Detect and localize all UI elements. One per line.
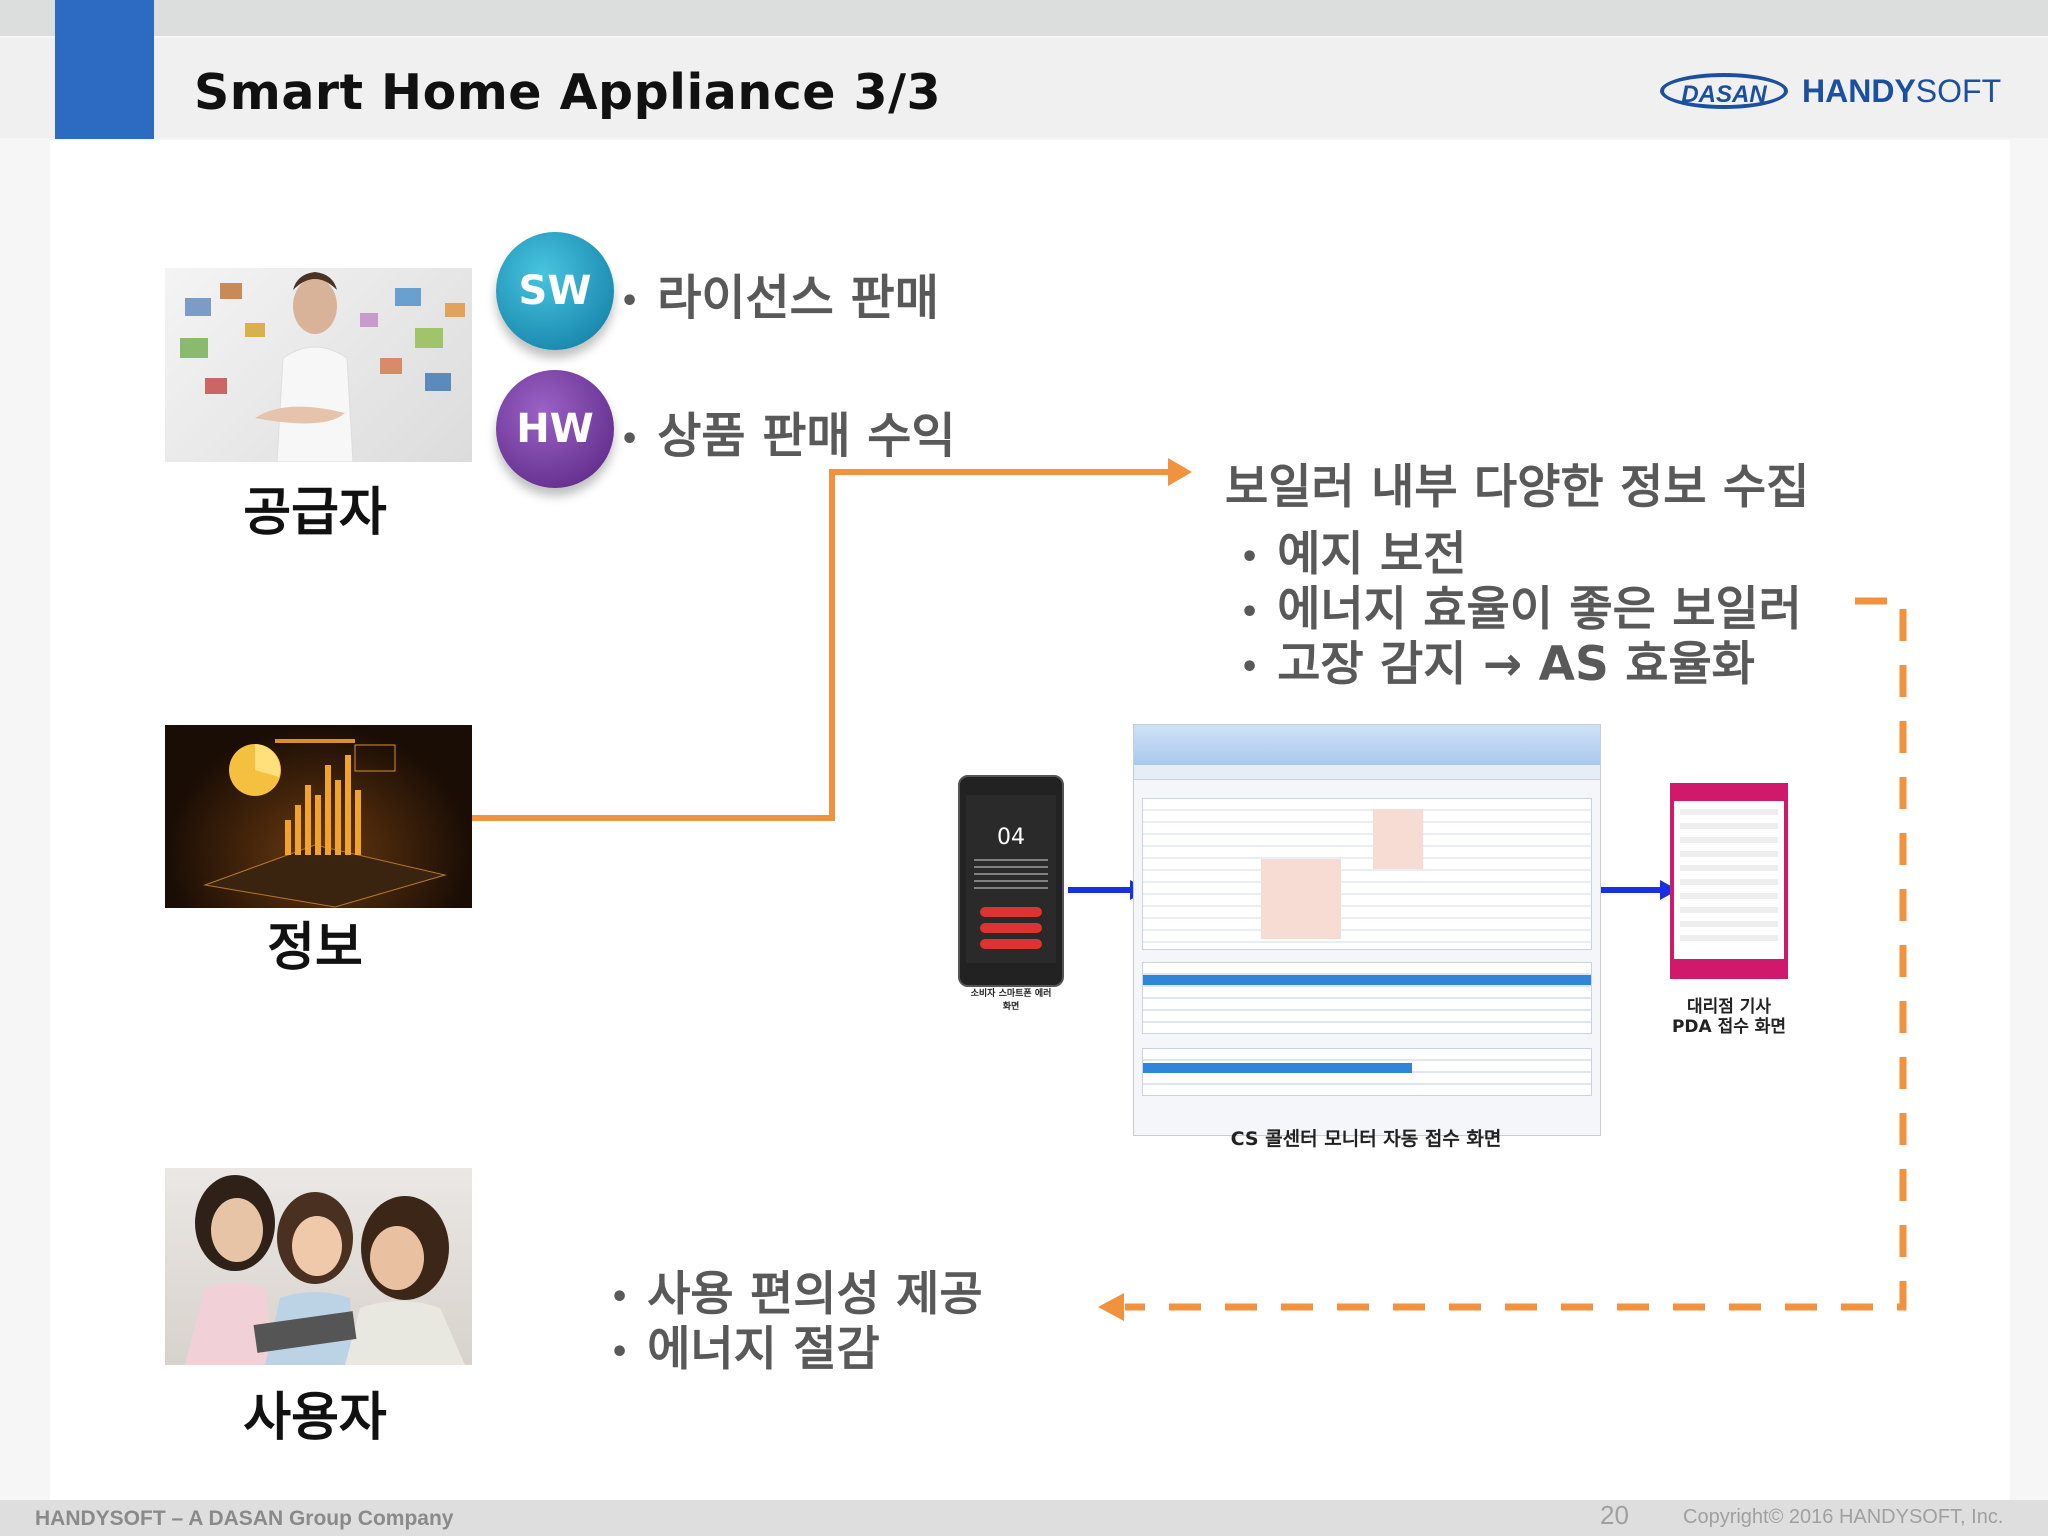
user-bullet-2: •에너지 절감 bbox=[610, 1322, 880, 1377]
pda-header bbox=[1674, 787, 1784, 801]
cs-monitor-screen bbox=[1133, 724, 1601, 1136]
pda-caption-2: PDA 접수 화면 bbox=[1671, 1017, 1787, 1037]
monitor-grid bbox=[1142, 962, 1592, 1034]
user-label: 사용자 bbox=[243, 1388, 387, 1448]
phone-screen: 04 bbox=[966, 795, 1056, 963]
info-photo bbox=[165, 725, 472, 908]
agent-pda bbox=[1670, 783, 1788, 979]
return-dashed-arrow bbox=[1125, 597, 1907, 1311]
return-arrowhead bbox=[1098, 1293, 1124, 1321]
footer-company: HANDYSOFT – A DASAN Group Company bbox=[35, 1507, 454, 1530]
page-title: Smart Home Appliance 3/3 bbox=[194, 64, 942, 121]
pda-caption-1: 대리점 기사 bbox=[1686, 997, 1772, 1017]
accent-tab bbox=[55, 0, 154, 139]
user-bullet-1: •사용 편의성 제공 bbox=[610, 1267, 983, 1322]
monitor-caption: CS 콜센터 모니터 자동 접수 화면 bbox=[1230, 1128, 1502, 1150]
monitor-topbar bbox=[1134, 725, 1600, 765]
sw-description: •라이선스 판매 bbox=[620, 270, 939, 326]
info-heading: 보일러 내부 다양한 정보 수집 bbox=[1225, 460, 1810, 515]
info-bullet-3: •고장 감지 → AS 효율화 bbox=[1240, 637, 1755, 692]
supplier-photo bbox=[165, 268, 472, 462]
sw-badge: SW bbox=[496, 232, 614, 350]
monitor-toolbar bbox=[1134, 765, 1600, 780]
info-bullet-1: •예지 보전 bbox=[1240, 527, 1467, 582]
user-photo bbox=[165, 1168, 472, 1365]
supplier-label: 공급자 bbox=[243, 483, 387, 543]
info-to-collection-arrow bbox=[472, 469, 1175, 821]
phone-error-code: 04 bbox=[997, 825, 1025, 850]
dasan-logo: DASAN bbox=[1660, 73, 1788, 109]
info-bullet-2: •에너지 효율이 좋은 보일러 bbox=[1240, 582, 1802, 637]
top-strip bbox=[0, 0, 2048, 36]
phone-button-2 bbox=[980, 923, 1042, 933]
monitor-form bbox=[1142, 798, 1592, 950]
page-number: 20 bbox=[1600, 1500, 1629, 1530]
phone-caption: 소비자 스마트폰 에러 화면 bbox=[970, 989, 1052, 1012]
hw-description: •상품 판매 수익 bbox=[620, 408, 956, 464]
phone-text-lines bbox=[974, 859, 1048, 889]
footer-bar bbox=[0, 1500, 2048, 1536]
consumer-phone: 04 bbox=[958, 775, 1064, 987]
collection-arrowhead bbox=[1168, 458, 1192, 486]
info-label: 정보 bbox=[267, 918, 363, 978]
pda-footer bbox=[1674, 959, 1784, 975]
phone-button-3 bbox=[980, 939, 1042, 949]
monitor-grid-2 bbox=[1142, 1048, 1592, 1096]
handysoft-logo: HANDYSOFT bbox=[1802, 72, 2002, 109]
hw-badge: HW bbox=[496, 370, 614, 488]
phone-button-1 bbox=[980, 907, 1042, 917]
pda-rows bbox=[1680, 809, 1778, 949]
footer-copyright: Copyright© 2016 HANDYSOFT, Inc. bbox=[1683, 1506, 2004, 1528]
company-logo: DASAN HANDYSOFT bbox=[1660, 70, 2001, 112]
